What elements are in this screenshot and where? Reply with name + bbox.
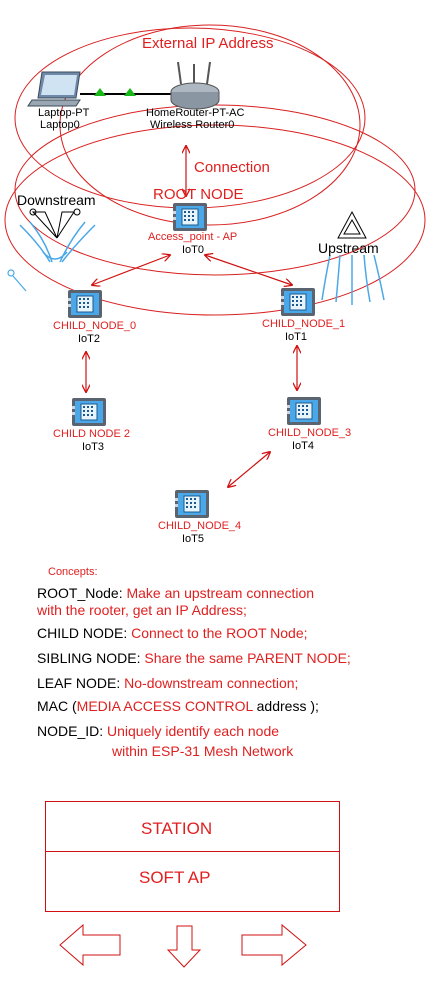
page-title: External IP Address — [142, 35, 274, 52]
concepts-heading: Concepts: — [48, 566, 98, 578]
down-arrow-icon — [166, 925, 202, 968]
downstream-icon — [19, 208, 96, 263]
router-icon — [170, 61, 220, 110]
station-label: STATION — [141, 819, 213, 838]
connection-label: Connection — [194, 159, 270, 176]
node-title-c3: CHILD_NODE_3 — [268, 427, 352, 439]
concept-node-id-line2: within ESP-31 Mesh Network — [112, 743, 294, 759]
router-type: HomeRouter-PT-AC — [146, 107, 245, 119]
node-title-c4: CHILD_NODE_4 — [158, 520, 242, 532]
node-title-c0: CHILD_NODE_0 — [53, 320, 137, 332]
concept-term: NODE_ID: — [37, 723, 108, 739]
node-name-c2: IoT3 — [82, 441, 105, 453]
concept-child: CHILD NODE: Connect to the ROOT Node; — [37, 626, 308, 640]
iot1-icon — [280, 287, 316, 317]
concept-node-id: NODE_ID: Uniquely identify each node — [37, 724, 279, 738]
concept-desc: Share the same PARENT NODE; — [144, 650, 351, 666]
concept-desc: Uniquely identify each node — [107, 723, 280, 739]
concept-root-line2: with the rooter, get an IP Address; — [37, 602, 247, 618]
concept-desc: Make an upstream connection — [126, 585, 315, 601]
upstream-label: Upstream — [318, 240, 379, 256]
soft-ap-label: SOFT AP — [139, 868, 211, 887]
node-name-c1: IoT1 — [285, 331, 308, 343]
node-title-c1: CHILD_NODE_1 — [262, 318, 346, 330]
concept-term: MAC ( — [37, 698, 77, 714]
iot3-icon — [71, 397, 107, 427]
direction-arrows — [59, 923, 307, 968]
node-name-ap: IoT0 — [182, 244, 205, 256]
upstream-icon — [321, 210, 385, 305]
node-title-ap: Access_point - AP — [148, 231, 238, 243]
node-name-c4: IoT5 — [182, 533, 205, 545]
concept-sibling: SIBLING NODE: Share the same PARENT NODE… — [37, 651, 351, 665]
concept-tail: address ); — [252, 698, 319, 714]
soft-ap-box — [45, 851, 340, 912]
concept-desc: No-downstream connection; — [124, 675, 299, 691]
concept-root: ROOT_Node: Make an upstream connection — [37, 586, 314, 600]
laptop-type: Laptop-PT — [38, 107, 90, 119]
downstream-label: Downstream — [17, 192, 96, 208]
concept-term: CHILD NODE: — [37, 625, 132, 641]
iot0-icon — [172, 202, 208, 232]
node-name-c0: IoT2 — [78, 333, 101, 345]
laptop-name: Laptop0 — [40, 119, 80, 131]
node-name-c3: IoT4 — [292, 440, 315, 452]
concept-mac: MAC (MEDIA ACCESS CONTROL address ); — [37, 699, 319, 713]
right-arrow-icon — [241, 923, 307, 967]
concept-term: SIBLING NODE: — [37, 650, 145, 666]
root-node-label: ROOT NODE — [153, 186, 244, 203]
concept-term: ROOT_Node: — [37, 585, 127, 601]
iot2-icon — [67, 289, 103, 319]
node-title-c2: CHILD NODE 2 — [53, 428, 131, 440]
concept-leaf: LEAF NODE: No-downstream connection; — [37, 676, 298, 690]
antenna-icon — [7, 269, 27, 292]
iot4-icon — [286, 396, 322, 426]
left-arrow-icon — [59, 923, 121, 967]
concept-term: LEAF NODE: — [37, 675, 125, 691]
concept-desc: MEDIA ACCESS CONTROL — [76, 698, 253, 714]
router-name: Wireless Router0 — [150, 119, 235, 131]
concept-desc: Connect to the ROOT Node; — [131, 625, 308, 641]
iot5-icon — [174, 489, 210, 519]
laptop-icon — [27, 71, 81, 107]
